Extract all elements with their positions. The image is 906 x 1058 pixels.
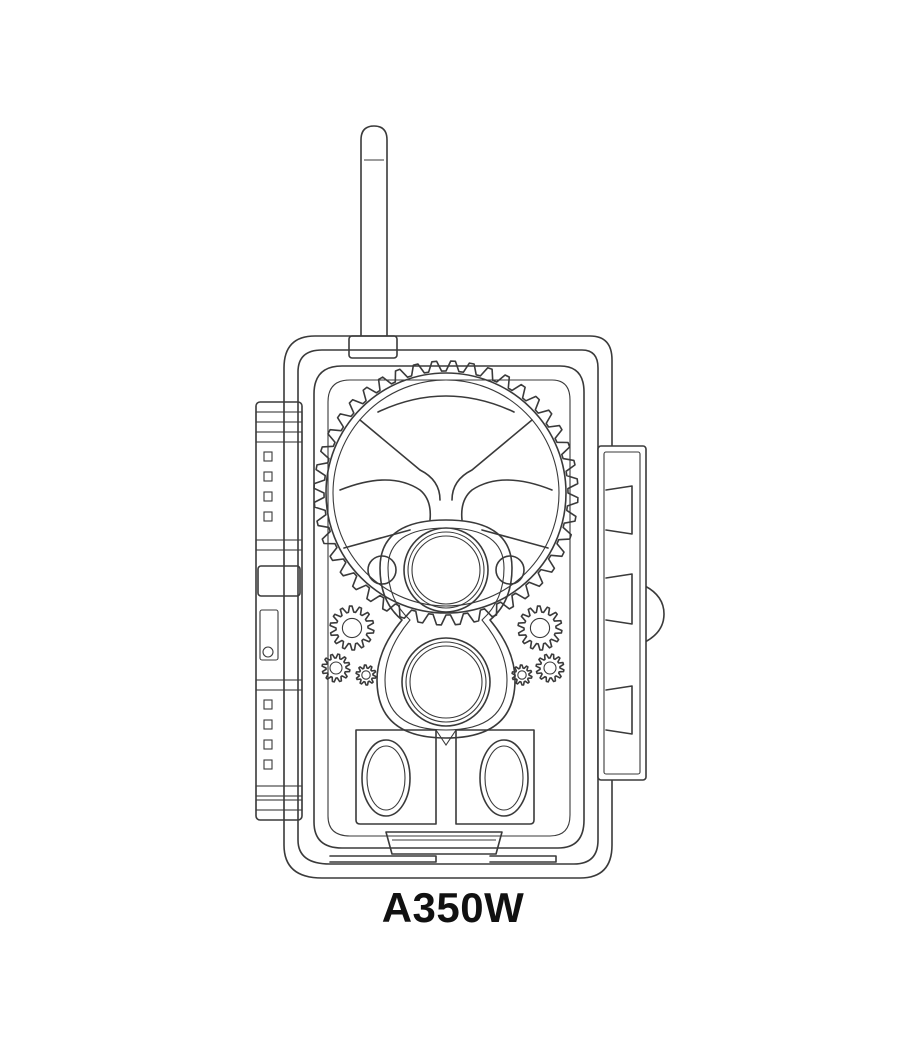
ir-led-windows — [355, 729, 535, 825]
strap-slot — [263, 491, 273, 502]
gear-right-upper-hub — [529, 617, 551, 639]
gear-left-upper — [329, 605, 375, 651]
sensor-window — [339, 395, 553, 549]
lens-housing — [376, 519, 516, 739]
big-gear-teeth-outline — [313, 360, 579, 626]
left-strap-bracket — [255, 401, 303, 821]
bottom-tab — [329, 831, 557, 863]
gear-right-small-hub — [517, 670, 527, 680]
strap-slot — [263, 451, 273, 462]
gear-right-lower — [535, 653, 565, 683]
gear-left-lower — [321, 653, 351, 683]
strap-slot — [263, 511, 273, 522]
strap-slot — [263, 759, 273, 770]
strap-slot — [263, 719, 273, 730]
pir-sensor — [401, 637, 491, 727]
gear-right-small — [511, 664, 533, 686]
gear-right-lower-hub — [543, 661, 557, 675]
side-sensors — [367, 555, 525, 585]
gear-right-upper — [517, 605, 563, 651]
right-latch — [597, 445, 665, 781]
gear-left-lower-hub — [329, 661, 343, 675]
gear-left-small — [355, 664, 377, 686]
small-gears — [321, 605, 565, 686]
model-label: A350W — [381, 884, 525, 931]
camera-body — [283, 335, 613, 879]
strap-slot — [263, 471, 273, 482]
strap-slot — [263, 699, 273, 710]
gear-ring — [313, 360, 579, 626]
camera-lens — [403, 527, 489, 613]
strap-slot — [263, 739, 273, 750]
antenna — [348, 125, 398, 359]
gear-left-upper-hub — [341, 617, 363, 639]
gear-left-small-hub — [361, 670, 371, 680]
